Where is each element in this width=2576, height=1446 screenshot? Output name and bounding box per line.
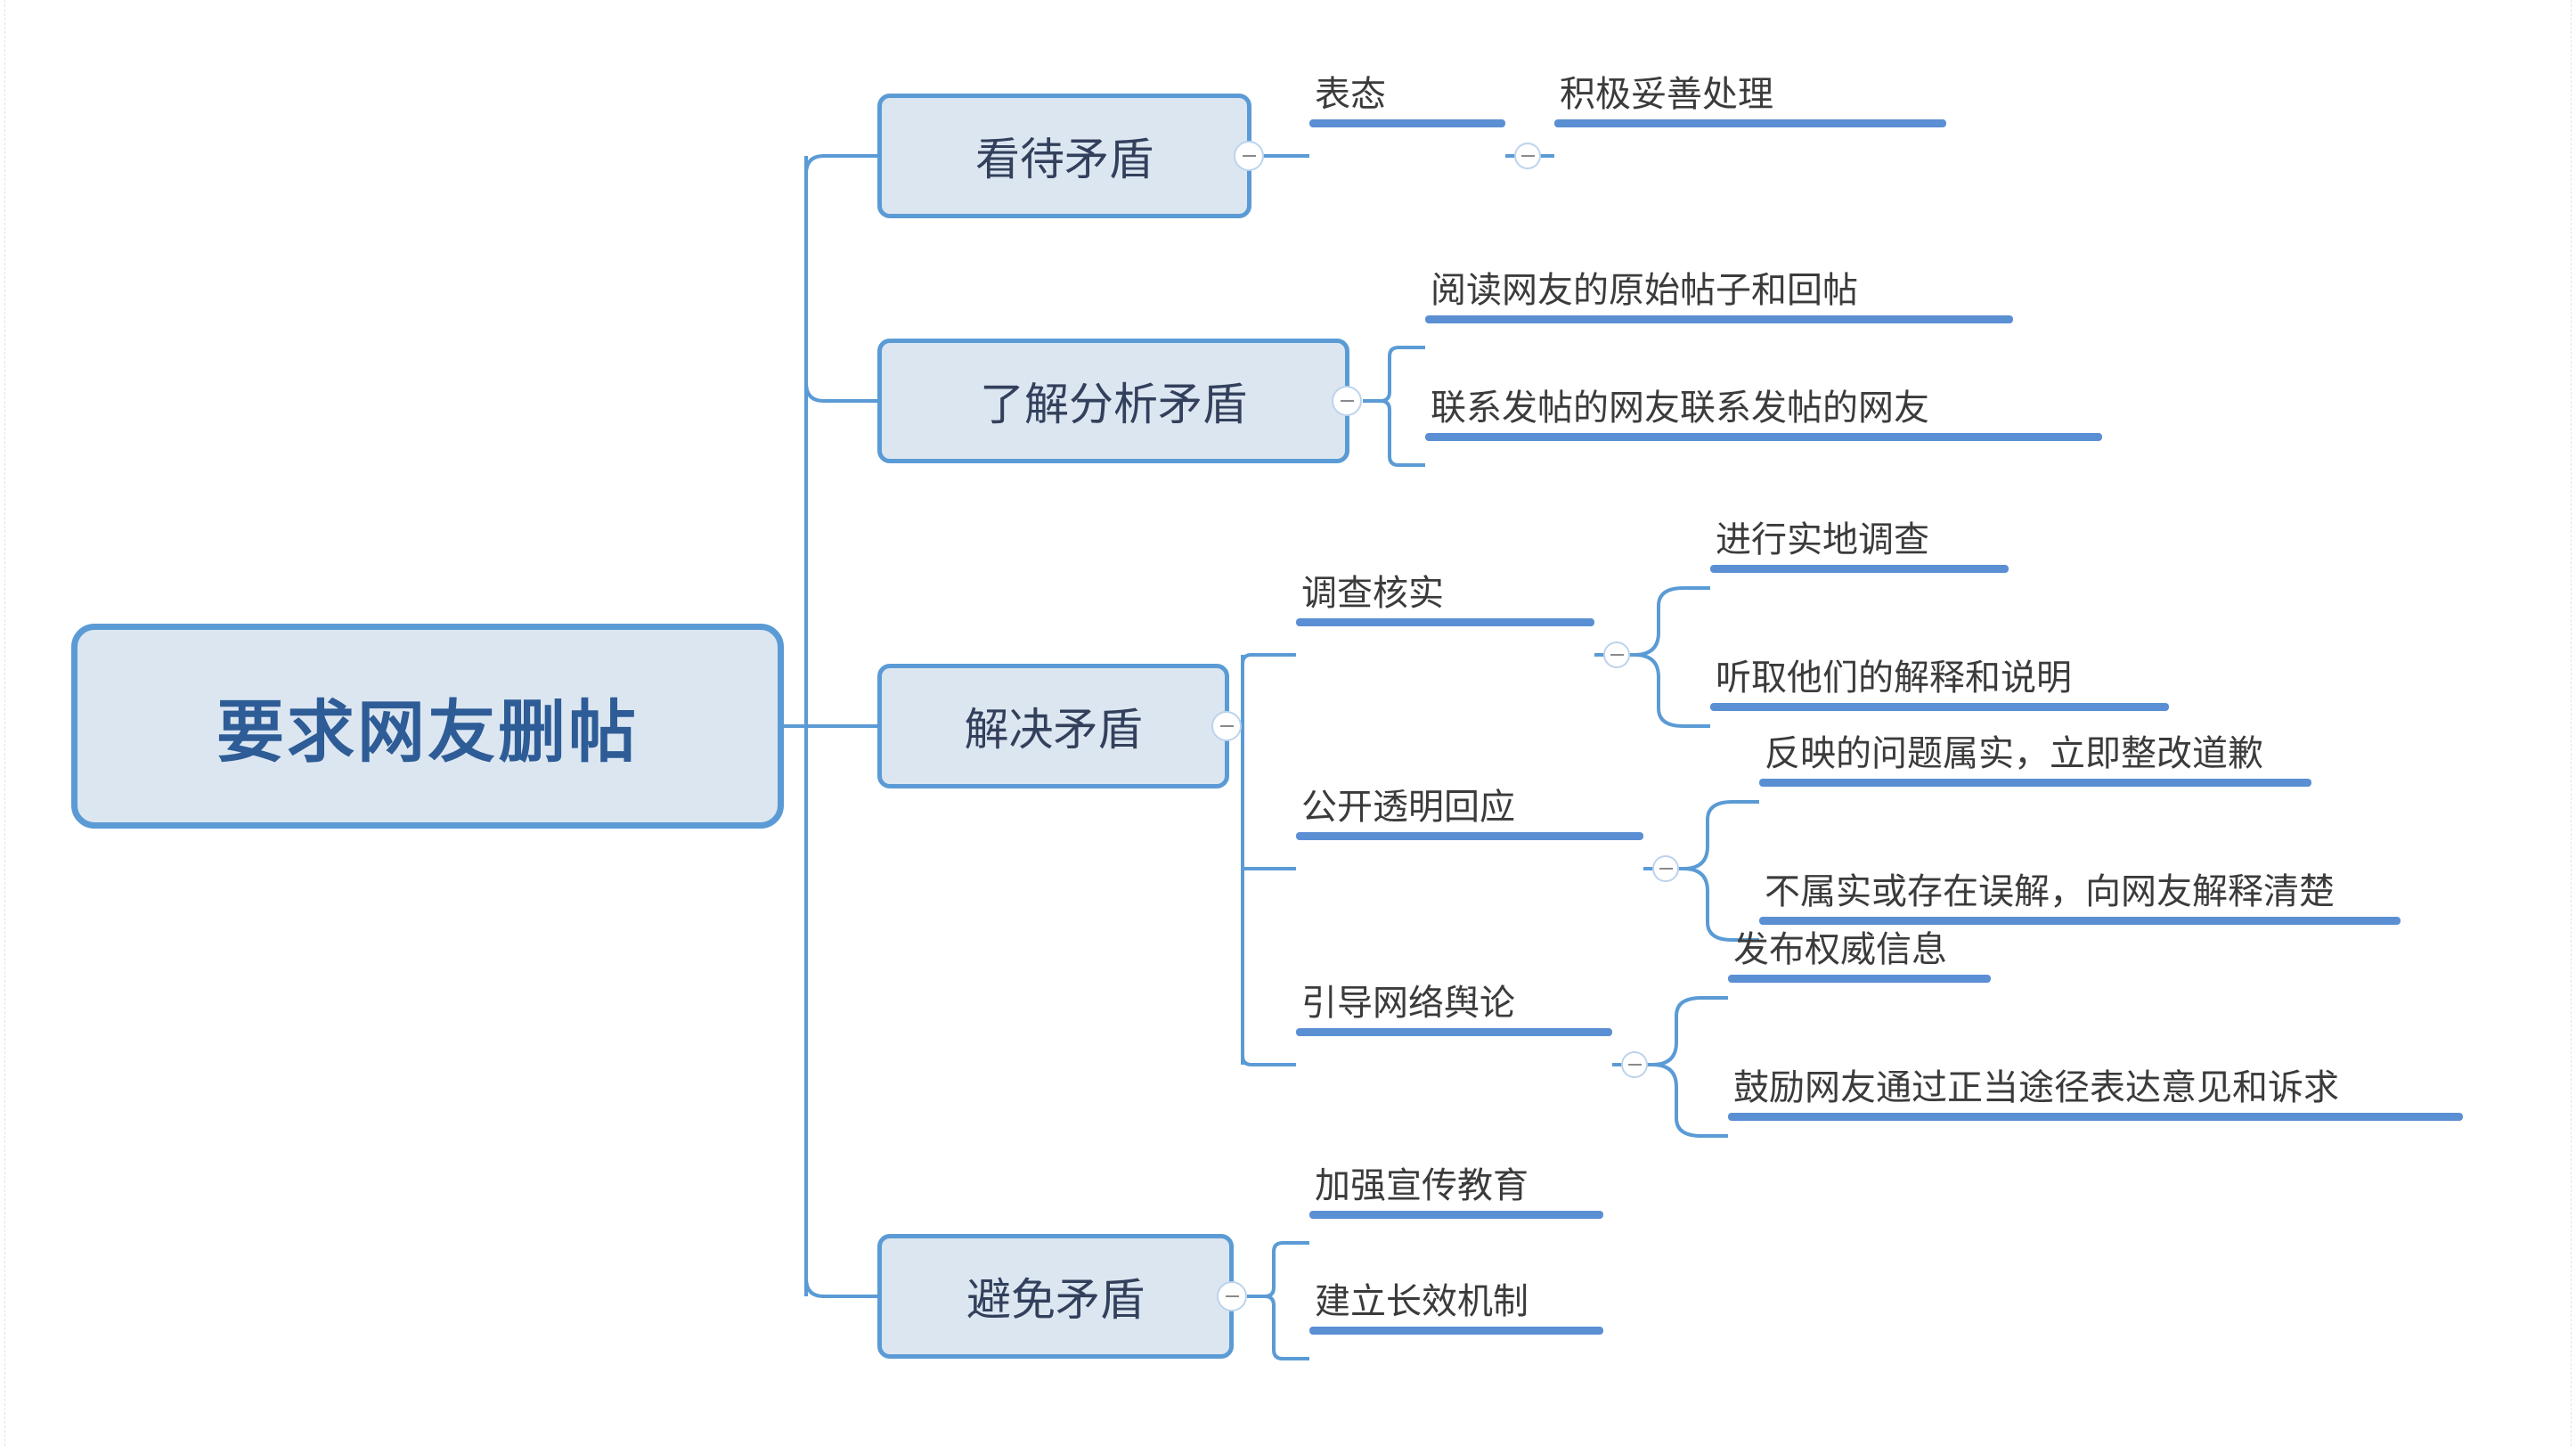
leaf-node-jianli-changxiao-jizhi[interactable]: 建立长效机制	[1309, 1283, 1603, 1335]
minus-icon	[1627, 1064, 1642, 1066]
underline-bar	[1296, 618, 1594, 626]
toggle-biaotai[interactable]	[1514, 143, 1541, 169]
leaf-node-jiji-tuoshan-chuli[interactable]: 积极妥善处理	[1554, 76, 1946, 127]
connector-spine-to-b1	[804, 154, 877, 175]
leaf-node-label: 建立长效机制	[1315, 1281, 1528, 1322]
underline-bar	[1728, 1113, 2463, 1121]
leaf-node-wenti-shushi-zhenggai[interactable]: 反映的问题属实，立即整改道歉	[1759, 735, 2311, 787]
root-node-label: 要求网友删帖	[216, 692, 639, 772]
leaf-node-fabu-quanwei-xinxi[interactable]: 发布权威信息	[1728, 931, 1991, 983]
leaf-node-guli-wangyou-biaoda[interactable]: 鼓励网友通过正当途径表达意见和诉求	[1728, 1069, 2463, 1121]
toggle-liaojie-fenxi-maodun[interactable]	[1332, 386, 1362, 416]
sub-node-biaotai[interactable]: 表态	[1309, 76, 1505, 127]
underline-bar	[1710, 565, 2009, 573]
leaf-node-jinxing-shidi-diaocha[interactable]: 进行实地调查	[1710, 521, 2009, 573]
leaf-node-tingqu-jieshi-shuoming[interactable]: 听取他们的解释和说明	[1710, 659, 2169, 711]
toggle-yindao-wangluo-yulun[interactable]	[1621, 1051, 1648, 1078]
toggle-diaocha-heshi[interactable]	[1603, 641, 1630, 668]
minus-icon	[1242, 155, 1256, 157]
minus-icon	[1520, 155, 1535, 157]
branch-node-liaojie-fenxi-maodun[interactable]: 了解分析矛盾	[877, 339, 1349, 463]
sub-node-label: 调查核实	[1301, 573, 1444, 614]
branch-node-bimian-maodun[interactable]: 避免矛盾	[877, 1234, 1234, 1359]
underline-bar	[1296, 832, 1643, 840]
minus-icon	[1340, 400, 1354, 402]
underline-bar	[1728, 975, 1991, 983]
connector-b3-to-c3	[1241, 1055, 1296, 1066]
leaf-node-label: 不属实或存在误解，向网友解释清楚	[1765, 871, 2335, 912]
leaf-node-lianxi-fatie-wangyou[interactable]: 联系发帖的网友联系发帖的网友	[1425, 389, 2102, 441]
sub-node-diaocha-heshi[interactable]: 调查核实	[1296, 575, 1594, 626]
leaf-node-jiaqiang-xuanchuan-jiaoyu[interactable]: 加强宣传教育	[1309, 1167, 1603, 1219]
underline-bar	[1759, 917, 2401, 925]
leaf-node-label: 阅读网友的原始帖子和回帖	[1431, 270, 1858, 311]
minus-icon	[1225, 1295, 1239, 1297]
toggle-gongkai-touming-huiying[interactable]	[1652, 855, 1679, 882]
sub-node-label: 公开透明回应	[1301, 787, 1515, 828]
sub-node-gongkai-touming-huiying[interactable]: 公开透明回应	[1296, 788, 1643, 840]
leaf-node-label: 加强宣传教育	[1315, 1165, 1528, 1206]
sub-node-yindao-wangluo-yulun[interactable]: 引导网络舆论	[1296, 984, 1612, 1036]
connector-b2-to-child-1	[1363, 346, 1425, 403]
toggle-bimian-maodun[interactable]	[1217, 1281, 1247, 1311]
minus-icon	[1219, 725, 1234, 727]
connector-b4-to-child-1	[1247, 1241, 1309, 1298]
connector-spine-to-b2	[804, 382, 877, 403]
minus-icon	[1659, 868, 1673, 870]
branch-node-jiejue-maodun[interactable]: 解决矛盾	[877, 664, 1229, 788]
underline-bar	[1554, 119, 1946, 127]
leaf-node-label: 积极妥善处理	[1560, 74, 1773, 115]
minus-icon	[1610, 654, 1624, 656]
underline-bar	[1296, 1028, 1612, 1036]
underline-bar	[1309, 119, 1505, 127]
leaf-node-yuedu-yuanshi-tiezi[interactable]: 阅读网友的原始帖子和回帖	[1425, 272, 2013, 323]
leaf-node-bushushi-jieshi-qingchu[interactable]: 不属实或存在误解，向网友解释清楚	[1759, 873, 2401, 925]
leaf-node-label: 进行实地调查	[1716, 519, 1929, 560]
page-margin-guide-left	[4, 0, 5, 1446]
branch-node-label: 解决矛盾	[964, 704, 1143, 756]
sub-node-label: 表态	[1315, 74, 1386, 115]
sub-node-label: 引导网络舆论	[1301, 983, 1515, 1024]
underline-bar	[1710, 703, 2169, 711]
page-margin-guide-right	[2571, 0, 2572, 1446]
underline-bar	[1309, 1211, 1603, 1219]
branch-node-label: 了解分析矛盾	[980, 379, 1247, 430]
connector-b4-to-child-2	[1247, 1295, 1309, 1360]
branch-node-label: 避免矛盾	[966, 1274, 1145, 1326]
leaf-node-label: 反映的问题属实，立即整改道歉	[1765, 733, 2263, 774]
connector-spine-to-b4	[804, 1278, 877, 1298]
underline-bar	[1425, 315, 2013, 323]
branch-node-kandai-maodun[interactable]: 看待矛盾	[877, 94, 1251, 218]
leaf-node-label: 联系发帖的网友联系发帖的网友	[1431, 388, 1929, 429]
toggle-jiejue-maodun[interactable]	[1211, 711, 1242, 741]
underline-bar	[1425, 433, 2102, 441]
root-node[interactable]: 要求网友删帖	[71, 624, 784, 829]
connector-b3-to-c1	[1241, 653, 1296, 665]
connector-b2-to-child-2	[1363, 399, 1425, 467]
underline-bar	[1309, 1327, 1603, 1335]
branch-node-label: 看待矛盾	[975, 134, 1153, 185]
toggle-kandai-maodun[interactable]	[1234, 141, 1264, 171]
leaf-node-label: 听取他们的解释和说明	[1716, 658, 2072, 698]
underline-bar	[1759, 779, 2311, 787]
leaf-node-label: 发布权威信息	[1733, 929, 1947, 970]
leaf-node-label: 鼓励网友通过正当途径表达意见和诉求	[1733, 1067, 2339, 1108]
